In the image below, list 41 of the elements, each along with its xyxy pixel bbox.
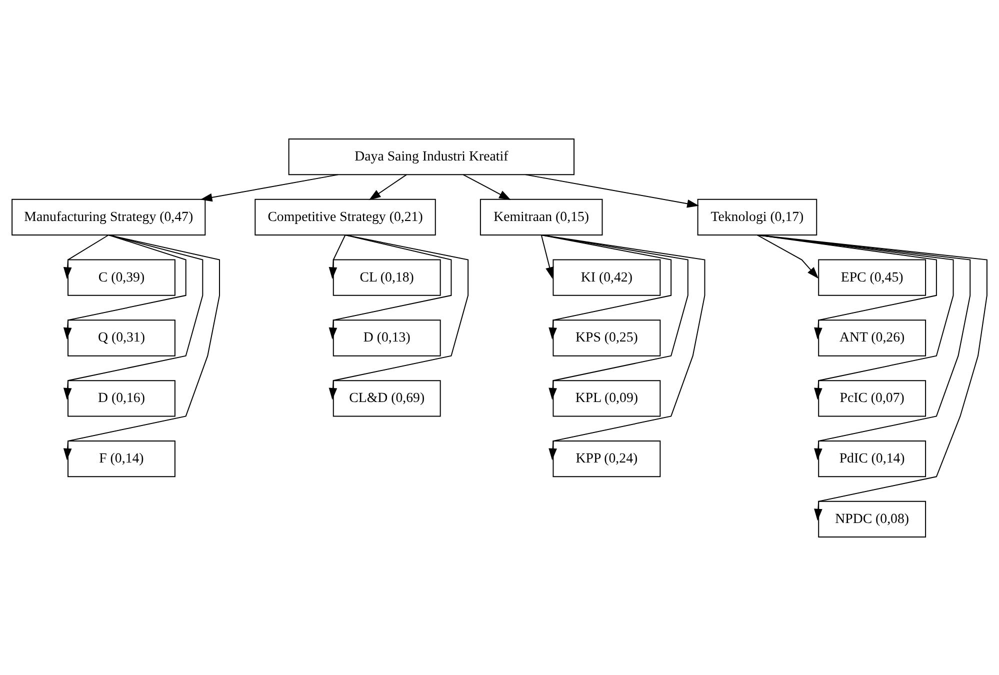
arrow [756,234,954,400]
node-box: CL (0,18) [332,258,441,296]
arrow [462,174,511,200]
arrow [756,234,971,460]
node-box: Teknologi (0,17) [697,198,818,235]
arrow [540,234,688,400]
arrow [63,234,204,400]
node-box: F (0,14) [68,440,176,477]
arrow [328,234,452,339]
arrow [540,234,706,460]
node-box: KPS (0,25) [552,319,661,356]
node-box: KPL (0,09) [552,380,661,416]
arrow [540,234,554,279]
node-box: KPP (0,24) [552,440,661,477]
arrow [368,174,407,200]
node-box: PcIC (0,07) [818,380,926,416]
arrow [200,174,339,202]
node-box: D (0,13) [332,319,441,356]
arrow [63,234,110,279]
node-box: KI (0,42) [552,258,661,296]
arrow [328,234,469,400]
node-box: Competitive Strategy (0,21) [254,198,436,235]
node-box: PdIC (0,14) [818,440,926,477]
node-box: EPC (0,45) [818,258,926,296]
arrow [756,234,988,520]
node-box: ANT (0,26) [818,319,926,356]
arrow [63,234,186,339]
node-box: Q (0,31) [68,319,176,356]
node-box: Manufacturing Strategy (0,47) [12,198,206,235]
node-box: Daya Saing Industri Kreatif [288,138,574,175]
arrow [756,234,819,278]
node-box: C (0,39) [68,258,176,296]
arrow [525,174,700,208]
node-box: Kemitraan (0,15) [480,198,603,235]
node-box: CL&D (0,69) [332,380,441,416]
arrow [63,234,220,460]
node-box: D (0,16) [68,380,176,416]
arrow [756,234,937,339]
arrow [328,234,346,279]
arrow [540,234,672,339]
node-box: NPDC (0,08) [818,500,926,538]
